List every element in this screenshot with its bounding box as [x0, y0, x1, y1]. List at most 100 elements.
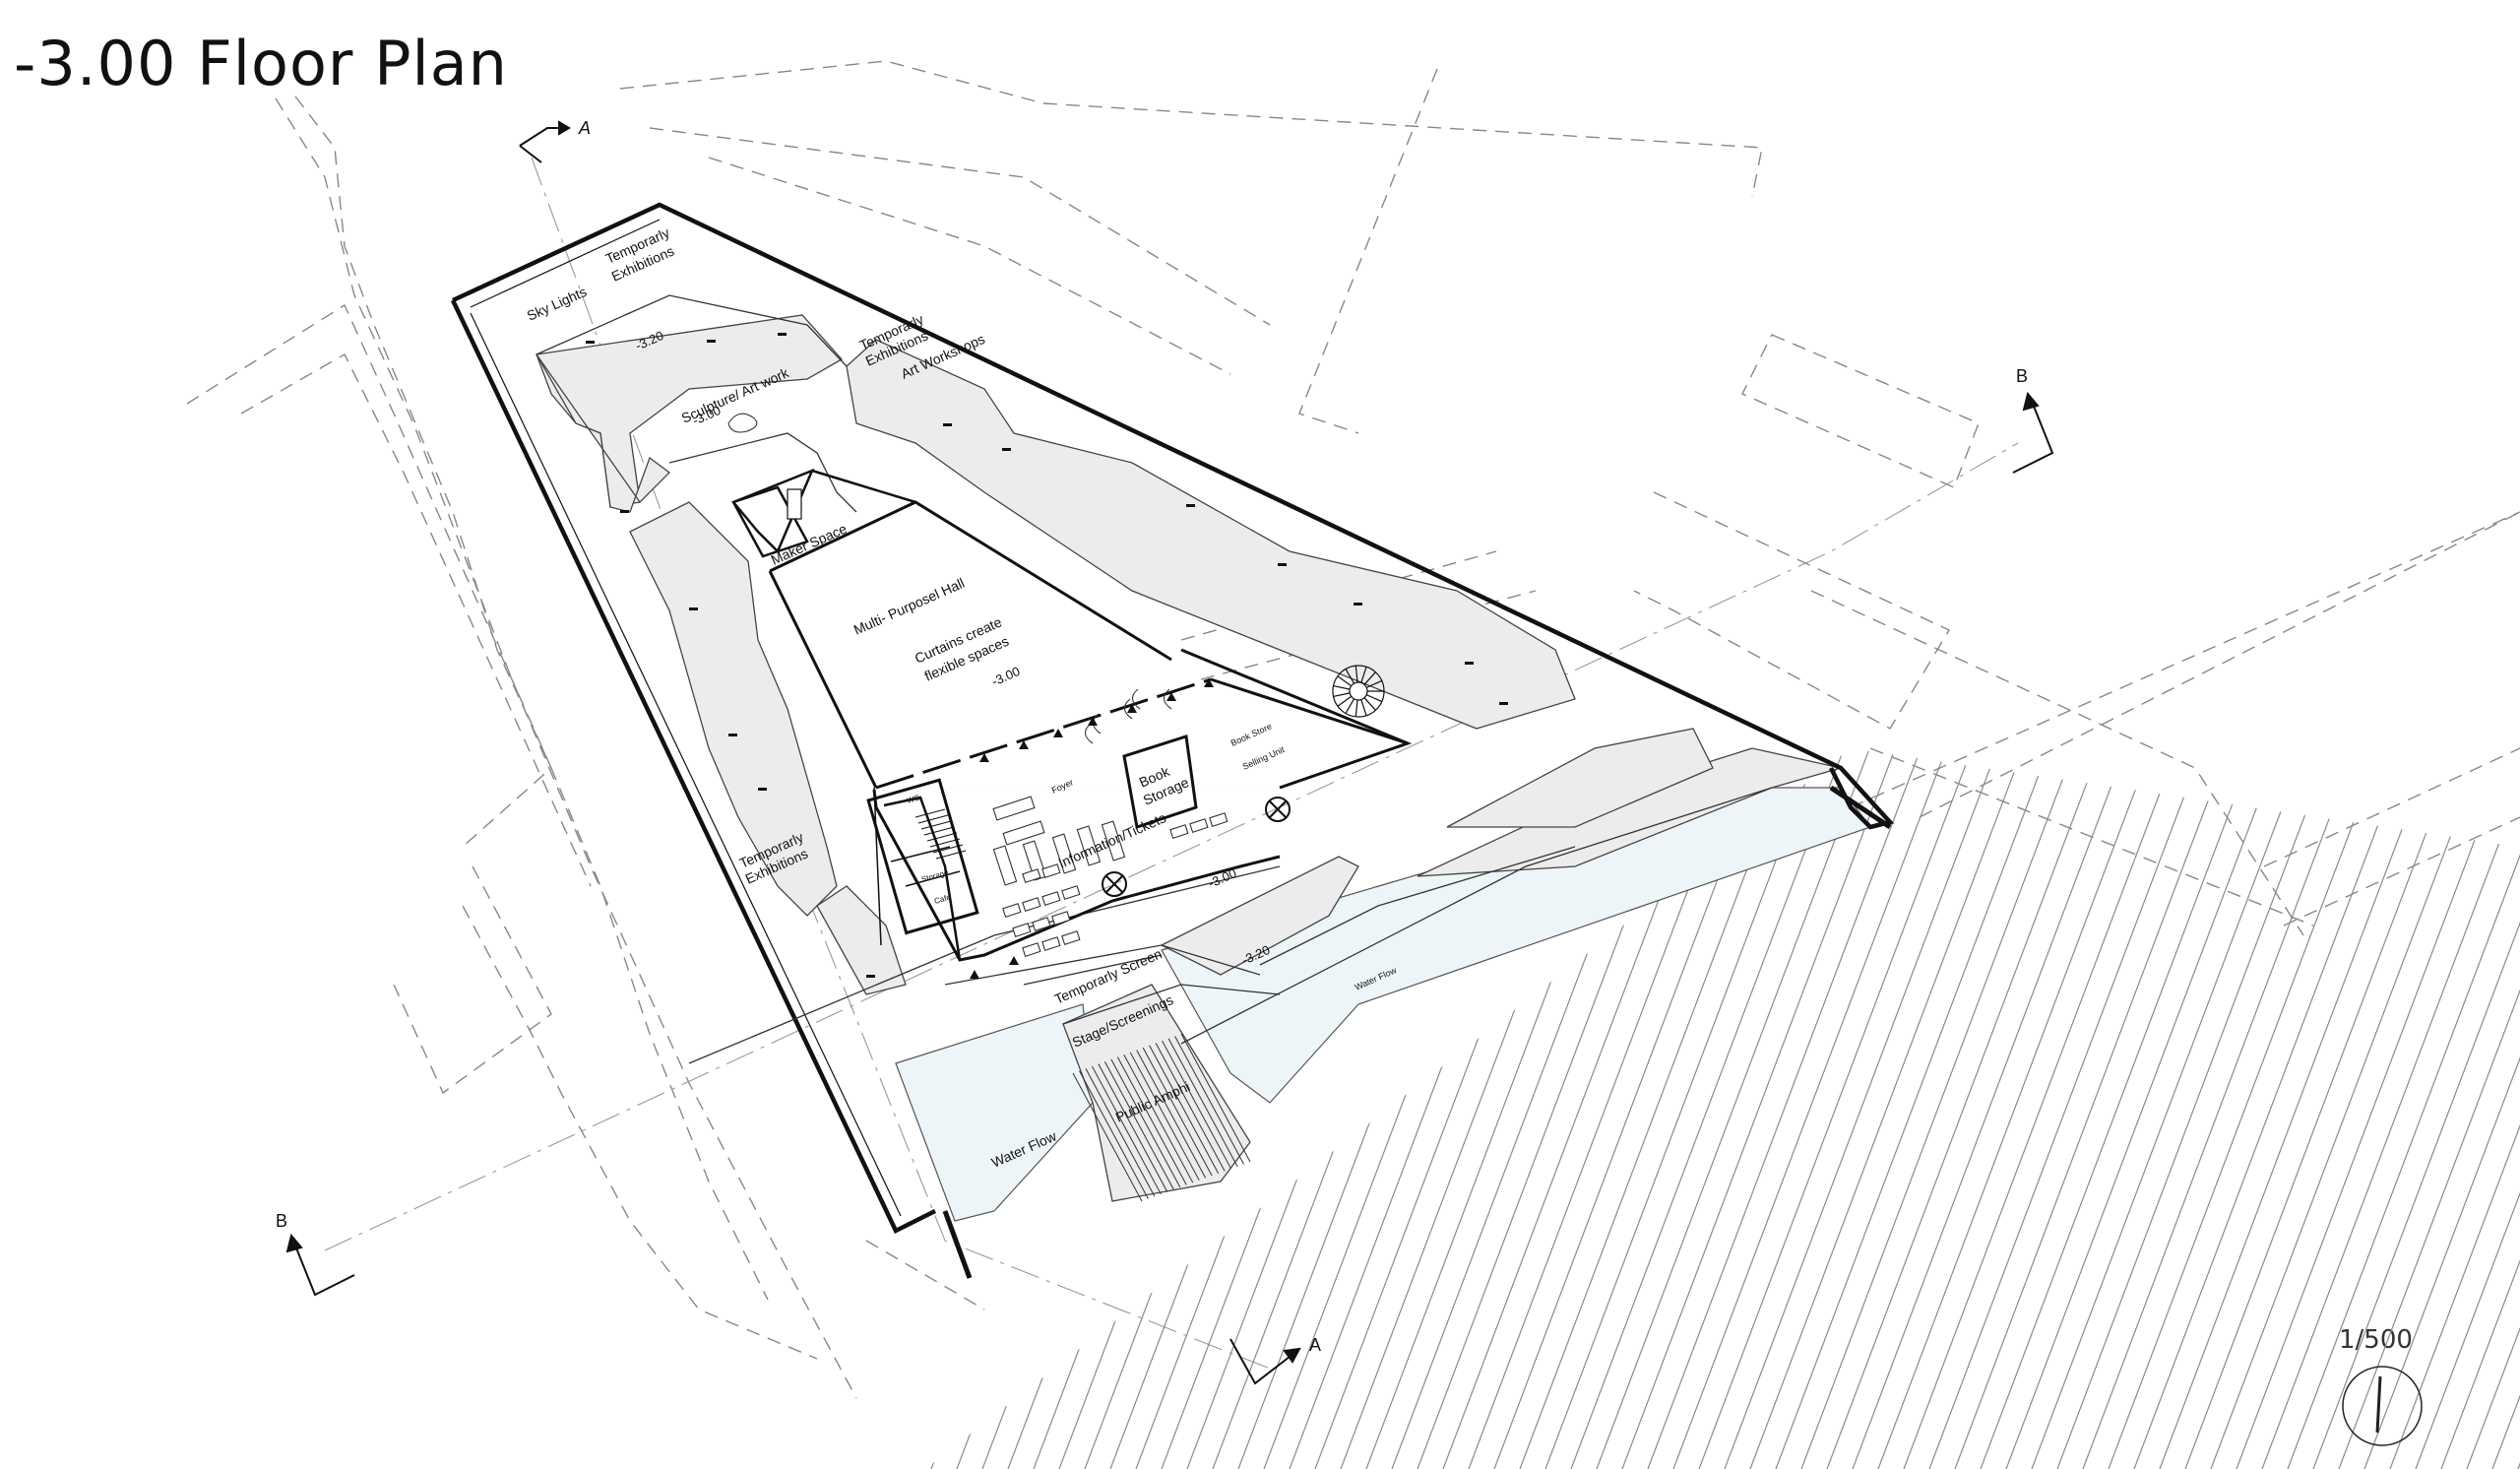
hatch-line	[317, 689, 612, 1469]
column-marker	[1009, 956, 1019, 965]
hatch-line	[343, 689, 638, 1469]
section-label-b-left: B	[276, 1211, 287, 1231]
amphi-step	[1091, 1065, 1162, 1195]
section-marker-a-top	[519, 120, 571, 163]
hatch-line	[2312, 748, 2520, 1469]
hatch-line	[368, 689, 663, 1469]
hatch-line	[1852, 748, 2149, 1469]
hatch-line	[138, 689, 433, 1469]
hall-columns	[970, 678, 1214, 979]
hatch-line	[1749, 748, 2047, 1469]
amphi-step	[1110, 1058, 1181, 1188]
section-label-b-right: B	[2016, 366, 2028, 386]
gallery-zones	[536, 314, 1842, 1202]
hatch-line	[2440, 748, 2520, 1469]
label-storage: Storage	[920, 867, 950, 884]
hatch-line	[2133, 748, 2430, 1469]
building-outline	[450, 202, 1895, 1279]
hatch-line	[266, 689, 561, 1469]
section-label-a-top: A	[578, 118, 591, 138]
column-marker	[1088, 717, 1098, 726]
section-label-a-bottom: A	[1309, 1335, 1321, 1355]
hatch-line	[2491, 748, 2520, 1469]
hatch-line	[2261, 748, 2520, 1469]
hatch-line	[2184, 748, 2482, 1469]
stair-tread	[1363, 671, 1376, 685]
maker-space-room	[731, 485, 809, 558]
stair-tread	[1363, 697, 1376, 711]
hatch-line	[1928, 748, 2226, 1469]
hatch-line	[1980, 748, 2277, 1469]
amphi-step	[1079, 1070, 1149, 1199]
column-marker	[970, 970, 979, 979]
hatch-line	[1800, 748, 2098, 1469]
hatch-line	[1877, 748, 2174, 1469]
amphitheatre-steps	[1072, 1033, 1251, 1202]
hatch-line	[2415, 748, 2520, 1469]
amphi-step	[1098, 1063, 1168, 1192]
section-marker-a-bottom	[1229, 1338, 1301, 1385]
section-marker-b-left	[285, 1233, 355, 1297]
site-hatching	[138, 689, 2520, 1469]
hatch-line	[1672, 748, 1970, 1469]
stair-tread	[1365, 679, 1382, 688]
stair-tread	[1354, 699, 1358, 717]
core-stair-tread	[920, 820, 952, 830]
stair-tread	[1333, 692, 1351, 697]
core-stair-tread	[917, 814, 949, 824]
hatch-line	[471, 689, 766, 1469]
spiral-stair	[1332, 665, 1385, 718]
stair-tread	[1337, 695, 1353, 707]
stair-tread	[1337, 675, 1353, 687]
hatch-line	[1647, 748, 1944, 1469]
core-stair-tread	[932, 844, 964, 854]
inner-zone-lines	[536, 294, 1773, 1064]
level-300-b: -3.00	[989, 664, 1022, 689]
hatch-line	[2082, 748, 2379, 1469]
hatch-line	[2363, 748, 2520, 1469]
stair-tread	[1345, 669, 1355, 684]
stair-tread	[1365, 694, 1382, 703]
hatch-line	[1698, 748, 1995, 1469]
stair-tread	[1360, 667, 1367, 683]
label-selling-unit: Selling Unit	[1241, 744, 1287, 772]
core-stair-tread	[926, 832, 958, 842]
hatch-line	[1954, 748, 2251, 1469]
label-information: Information/Tickets	[1056, 809, 1168, 871]
service-core	[866, 778, 979, 935]
book-storage-room	[1122, 734, 1198, 829]
plan-title: -3.00 Floor Plan	[14, 28, 508, 99]
hatch-line	[2236, 748, 2520, 1469]
hatch-line	[1724, 748, 2021, 1469]
column-marker	[1127, 704, 1137, 713]
label-sky-lights: Sky Lights	[525, 284, 590, 324]
gallery-markers	[586, 333, 1508, 978]
hatch-line	[394, 689, 689, 1469]
column-marker	[1053, 729, 1063, 737]
column-marker	[1019, 740, 1029, 749]
amphi-step	[1103, 1060, 1174, 1190]
section-marker-labels: A A B B	[276, 118, 2028, 1355]
column-marker	[1204, 678, 1214, 687]
hatch-line	[2389, 748, 2520, 1469]
stair-tread	[1345, 698, 1355, 714]
amphi-step	[1155, 1043, 1226, 1172]
stair-tread	[1333, 685, 1351, 690]
hatch-line	[2108, 748, 2405, 1469]
section-marker-b-right	[2012, 391, 2054, 474]
stair-tread	[1354, 666, 1358, 683]
label-foyer: Foyer	[1050, 777, 1075, 795]
hatch-line	[419, 689, 715, 1469]
north-arrow-icon	[2342, 1366, 2423, 1446]
hatch-line	[1903, 748, 2200, 1469]
hatch-line	[2005, 748, 2302, 1469]
hatch-line	[1621, 748, 1919, 1469]
amphi-step	[1129, 1052, 1200, 1182]
amphi-step	[1142, 1047, 1213, 1177]
hatch-line	[2056, 748, 2354, 1469]
amphi-step	[1162, 1040, 1232, 1170]
amphi-step	[1072, 1072, 1143, 1202]
label-book-store: Book Store	[1229, 722, 1274, 748]
hatch-line	[2159, 748, 2456, 1469]
